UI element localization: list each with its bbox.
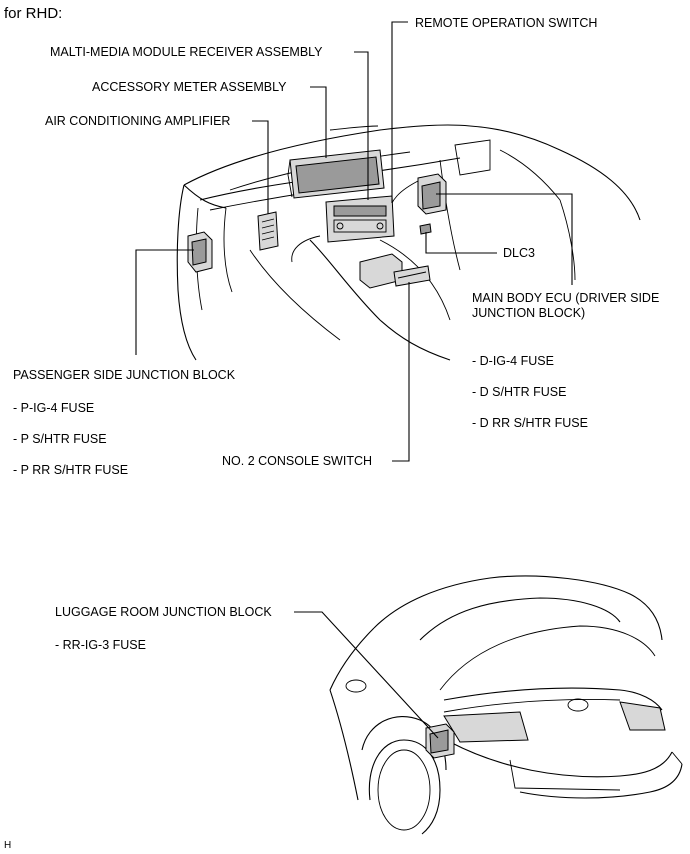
driver-fuse-item: - D RR S/HTR FUSE <box>472 416 588 430</box>
label-main-body-ecu-line1: MAIN BODY ECU (DRIVER SIDE <box>472 291 660 305</box>
dashboard-illustration <box>176 124 641 361</box>
passenger-fuse-item: - P-IG-4 FUSE <box>13 401 95 415</box>
label-remote-operation-switch: REMOTE OPERATION SWITCH <box>415 16 598 30</box>
rear-car-illustration <box>329 575 683 835</box>
label-multimedia-module-receiver: MALTI-MEDIA MODULE RECEIVER ASSEMBLY <box>50 45 323 59</box>
label-accessory-meter: ACCESSORY METER ASSEMBLY <box>92 80 287 94</box>
footer-code: H <box>4 840 12 851</box>
label-dlc3: DLC3 <box>503 246 535 260</box>
region-title: for RHD: <box>4 5 63 22</box>
driver-fuse-item: - D S/HTR FUSE <box>472 385 567 399</box>
luggage-fuse-item: - RR-IG-3 FUSE <box>55 638 146 652</box>
leader-line-luggage <box>294 611 439 739</box>
leader-lines <box>135 21 573 462</box>
label-luggage-room-junction-block: LUGGAGE ROOM JUNCTION BLOCK <box>55 605 272 619</box>
label-air-conditioning-amplifier: AIR CONDITIONING AMPLIFIER <box>45 114 231 128</box>
label-no2-console-switch: NO. 2 CONSOLE SWITCH <box>222 454 373 468</box>
passenger-fuse-item: - P RR S/HTR FUSE <box>13 463 129 477</box>
passenger-fuse-item: - P S/HTR FUSE <box>13 432 107 446</box>
driver-fuse-item: - D-IG-4 FUSE <box>472 354 554 368</box>
label-passenger-junction-block: PASSENGER SIDE JUNCTION BLOCK <box>13 368 236 382</box>
label-main-body-ecu-line2: JUNCTION BLOCK) <box>472 306 586 320</box>
